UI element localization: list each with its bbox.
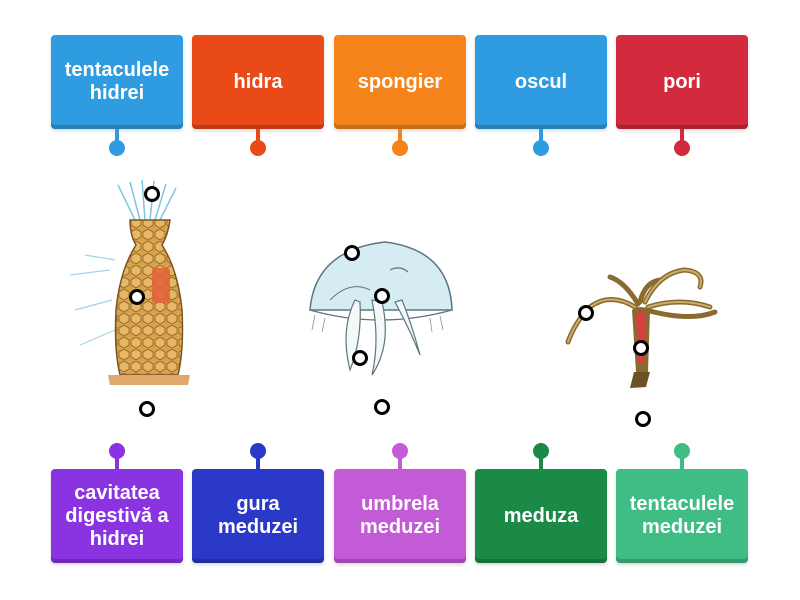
top-card-pori[interactable]: pori	[616, 35, 748, 129]
drop-target-pin[interactable]	[633, 340, 649, 356]
top-card-tentaculele-hidrei[interactable]: tentaculele hidrei	[51, 35, 183, 129]
drop-target-pin[interactable]	[344, 245, 360, 261]
bottom-card-tentaculele-meduzei[interactable]: tentaculele meduzei	[616, 469, 748, 563]
connector-stem	[398, 457, 402, 469]
drop-target-pin[interactable]	[374, 399, 390, 415]
connector-stem	[256, 457, 260, 469]
connector-stem	[398, 129, 402, 141]
connector-stem	[115, 129, 119, 141]
top-card-spongier[interactable]: spongier	[334, 35, 466, 129]
connector-stem	[115, 457, 119, 469]
bottom-card-meduza[interactable]: meduza	[475, 469, 607, 563]
card-label: gura meduzei	[217, 493, 299, 538]
connector-stem	[680, 129, 684, 141]
connector-dot[interactable]	[109, 140, 125, 156]
card-label: cavitatea digestivă a hidrei	[65, 481, 169, 550]
connector-stem	[680, 457, 684, 469]
drop-target-pin[interactable]	[129, 289, 145, 305]
bottom-card-gura-meduzei[interactable]: gura meduzei	[192, 469, 324, 563]
drop-target-pin[interactable]	[144, 186, 160, 202]
connector-dot[interactable]	[250, 140, 266, 156]
drop-target-pin[interactable]	[635, 411, 651, 427]
card-label: oscul	[514, 70, 568, 93]
drop-target-pin[interactable]	[578, 305, 594, 321]
drop-target-pin[interactable]	[139, 401, 155, 417]
card-label: spongier	[357, 70, 443, 93]
connector-stem	[256, 129, 260, 141]
connector-dot[interactable]	[533, 443, 549, 459]
connector-dot[interactable]	[392, 443, 408, 459]
connector-dot[interactable]	[674, 140, 690, 156]
connector-dot[interactable]	[109, 443, 125, 459]
connector-stem	[539, 129, 543, 141]
drop-target-pin[interactable]	[374, 288, 390, 304]
bottom-card-cavitatea-digestiva[interactable]: cavitatea digestivă a hidrei	[51, 469, 183, 563]
hydra-illustration	[565, 267, 718, 388]
connector-dot[interactable]	[533, 140, 549, 156]
sponge-illustration	[70, 180, 190, 385]
card-label: meduza	[503, 504, 579, 527]
card-label: tentaculele meduzei	[629, 493, 735, 538]
connector-dot[interactable]	[392, 140, 408, 156]
top-card-hidra[interactable]: hidra	[192, 35, 324, 129]
connector-dot[interactable]	[250, 443, 266, 459]
card-label: pori	[663, 70, 701, 93]
top-card-oscul[interactable]: oscul	[475, 35, 607, 129]
connector-stem	[539, 457, 543, 469]
drop-target-pin[interactable]	[352, 350, 368, 366]
connector-dot[interactable]	[674, 443, 690, 459]
card-label: hidra	[233, 70, 283, 93]
jellyfish-illustration	[309, 241, 453, 376]
card-label: tentaculele hidrei	[64, 59, 170, 104]
card-label: umbrela meduzei	[359, 493, 441, 538]
bottom-card-umbrela-meduzei[interactable]: umbrela meduzei	[334, 469, 466, 563]
